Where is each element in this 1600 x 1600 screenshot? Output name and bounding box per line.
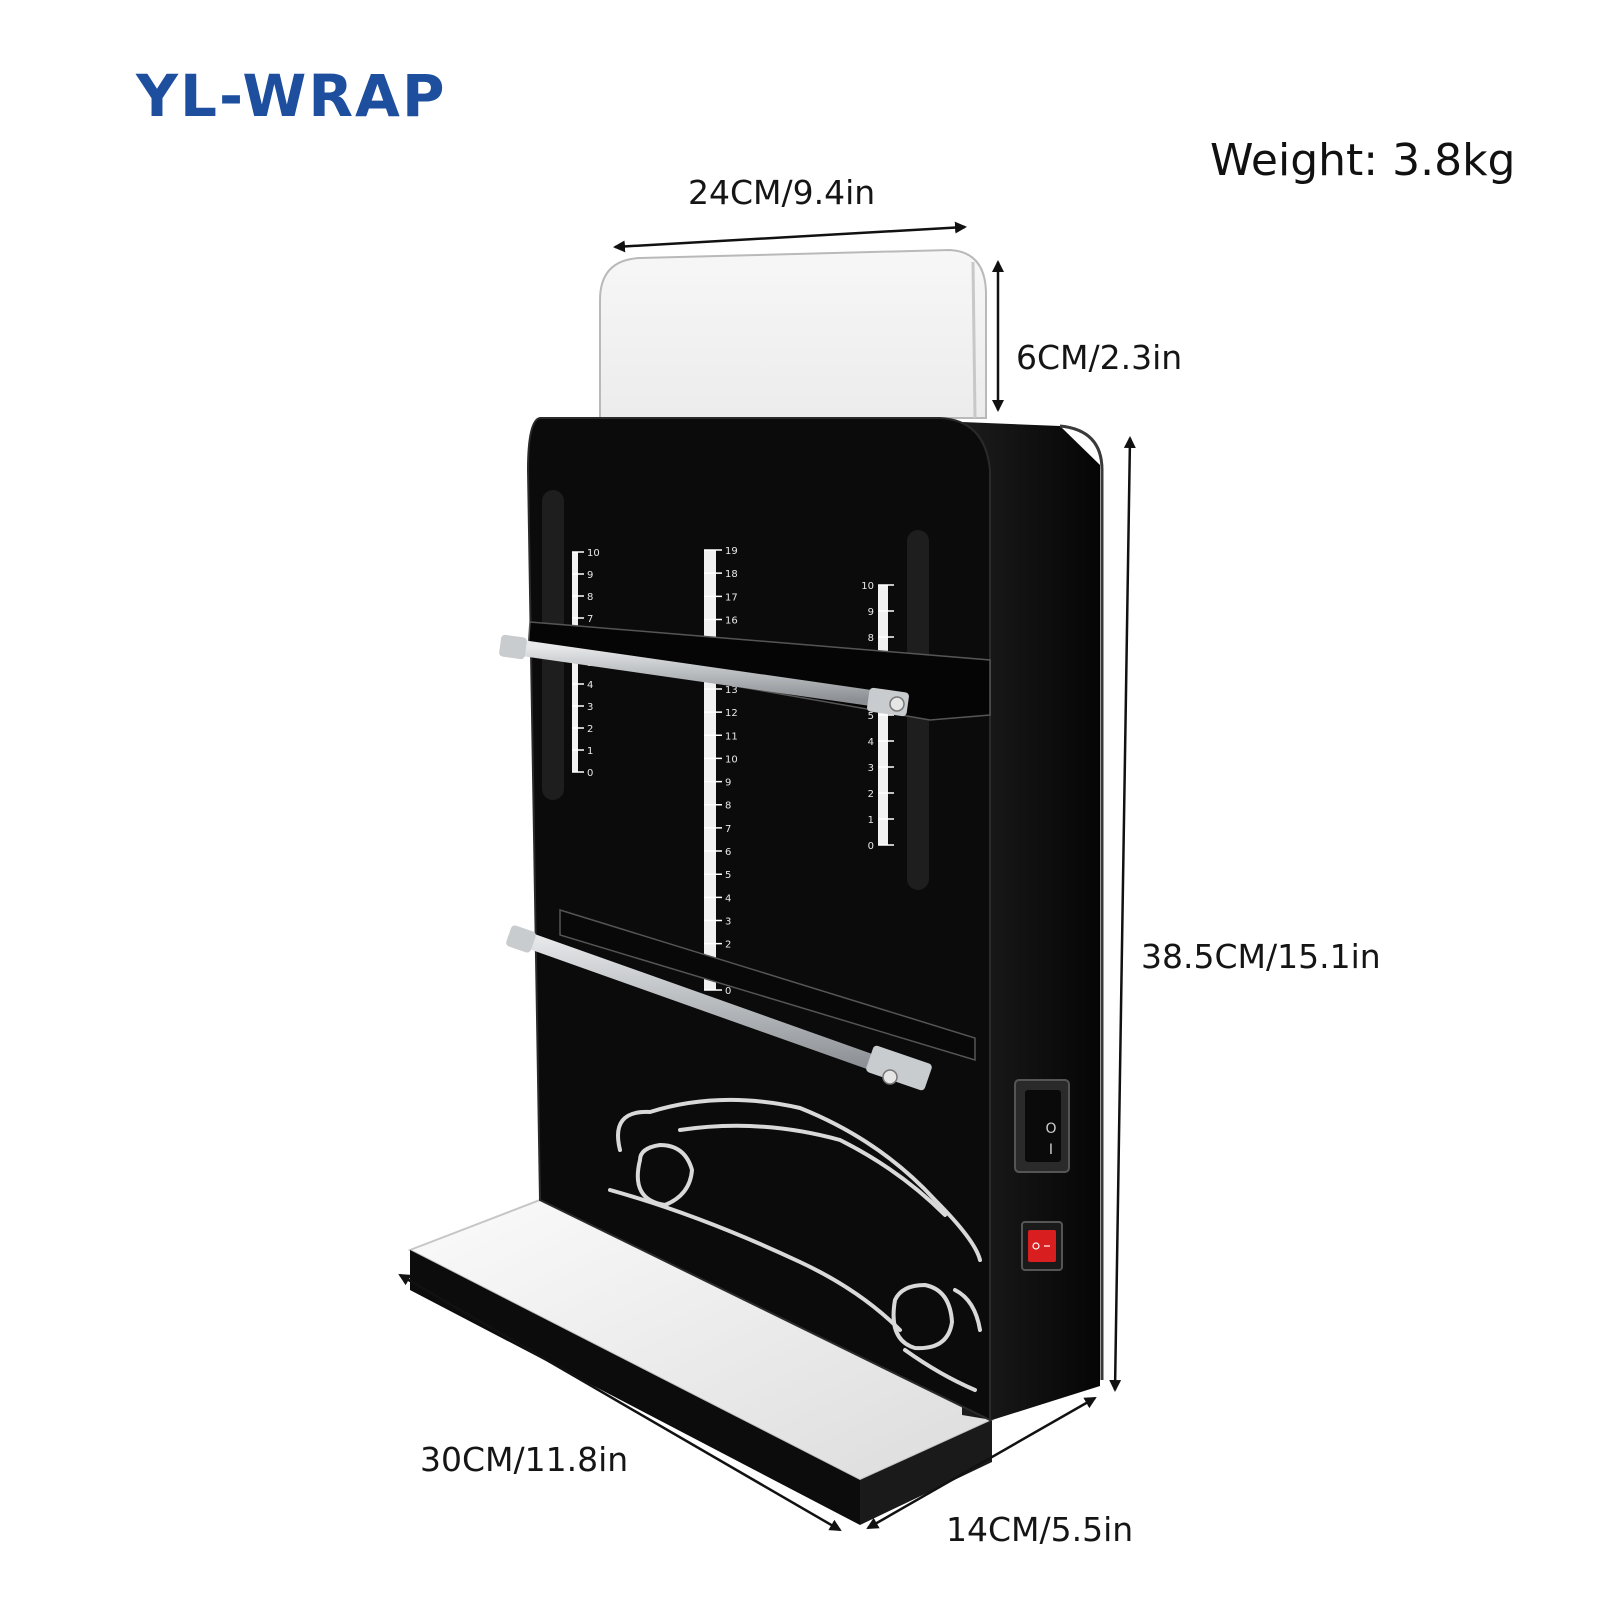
scale-right: 109876543210 (861, 581, 894, 852)
scale-middle-label: 6 (725, 847, 731, 858)
lower-roller-bar (506, 908, 976, 1091)
scale-middle-label: 2 (725, 940, 731, 951)
scale-right-label: 4 (868, 737, 874, 748)
arrow-base-length (398, 1273, 842, 1532)
dimension-top-width: 24CM/9.4in (688, 173, 876, 212)
scale-middle-bar (704, 550, 716, 990)
scale-right-label: 5 (868, 711, 874, 722)
scale-middle-label: 5 (725, 870, 731, 881)
scale-left-label: 3 (587, 702, 593, 713)
scale-middle-label: 0 (725, 986, 731, 997)
scale-left-label: 8 (587, 592, 593, 603)
dimension-base-length: 30CM/11.8in (420, 1440, 629, 1479)
power-switch (1021, 1221, 1063, 1271)
scale-left-label: 7 (587, 614, 593, 625)
scale-middle-label: 11 (725, 731, 738, 742)
arrow-total-height (1109, 436, 1136, 1392)
scale-right-label: 3 (868, 763, 874, 774)
dimension-header-height: 6CM/2.3in (1016, 338, 1183, 377)
dimension-total-height: 38.5CM/15.1in (1141, 937, 1381, 976)
scale-right-label: 9 (868, 607, 874, 618)
brand-logo: YL-WRAP (136, 62, 447, 130)
scale-right-label: 1 (868, 815, 874, 826)
scale-middle-label: 8 (725, 801, 731, 812)
scale-middle-label: 3 (725, 917, 731, 928)
scale-middle-label: 19 (725, 546, 738, 557)
upper-roller-bar (499, 621, 991, 721)
scale-left-label: 2 (587, 724, 593, 735)
scale-middle-label: 9 (725, 778, 731, 789)
rocker-switch-panel: O I (1014, 1079, 1070, 1173)
dimension-base-depth: 14CM/5.5in (946, 1510, 1134, 1549)
scale-middle-label: 12 (725, 708, 738, 719)
scale-middle-label: 13 (725, 685, 738, 696)
scale-left-label: 0 (587, 768, 593, 779)
scale-left-label: 1 (587, 746, 593, 757)
scale-middle-label: 18 (725, 569, 738, 580)
scale-left-label: 4 (587, 680, 593, 691)
scale-middle-label: 16 (725, 615, 738, 626)
scale-left-label: 9 (587, 570, 593, 581)
arrow-base-depth (866, 1396, 1097, 1530)
scale-right-label: 10 (861, 581, 874, 592)
rocker-label-o: O (1045, 1121, 1056, 1137)
acrylic-top-panel (599, 248, 987, 419)
arrow-top-width (613, 221, 967, 253)
scale-middle-label: 4 (725, 893, 731, 904)
scale-middle-label: 10 (725, 754, 738, 765)
scale-right-label: 2 (868, 789, 874, 800)
scale-right-label: 8 (868, 633, 874, 644)
car-silhouette-graphic (608, 1097, 982, 1392)
rocker-label-i: I (1049, 1142, 1053, 1158)
scale-left-label: 10 (587, 548, 600, 559)
scale-right-label: 0 (868, 841, 874, 852)
weight-label: Weight: 3.8kg (1210, 135, 1516, 186)
scale-middle-label: 17 (725, 592, 738, 603)
scale-middle-label: 7 (725, 824, 731, 835)
